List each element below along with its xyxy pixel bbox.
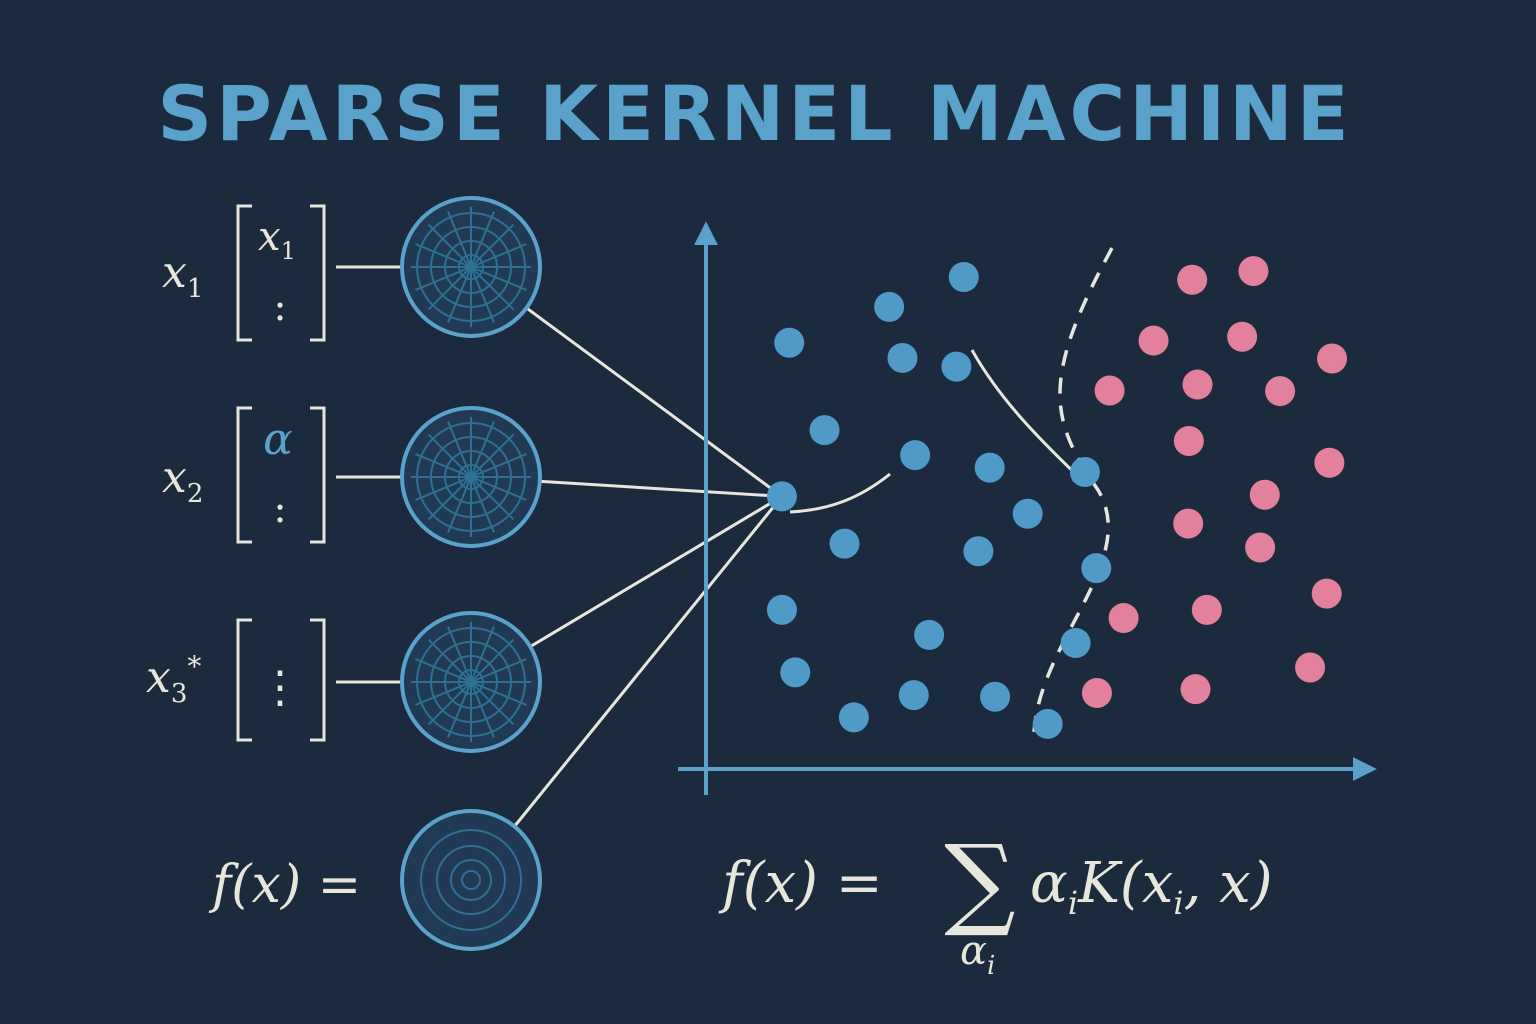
kernel-ring — [420, 829, 522, 931]
kernel-spoke — [415, 658, 527, 706]
blue-point — [838, 702, 869, 733]
input-label-3: x3* — [146, 650, 201, 709]
kernel-ring — [450, 859, 492, 901]
blue-point — [887, 342, 918, 373]
kernel-to-support-line — [530, 495, 783, 648]
input-vector-3 — [236, 618, 326, 742]
pink-point — [1317, 343, 1348, 374]
blue-point — [898, 680, 929, 711]
kernel-to-support-line — [513, 495, 784, 827]
kernel-unit-1 — [400, 196, 542, 338]
vector-entry-top: x1 — [258, 214, 296, 265]
input-label-2: x2 — [162, 452, 203, 509]
vector-right-bracket — [310, 204, 326, 342]
blue-point — [809, 415, 840, 446]
blue-point — [1012, 498, 1043, 529]
pink-point — [1238, 256, 1269, 287]
pink-point — [1311, 578, 1342, 609]
blue-point — [780, 657, 811, 688]
kernel-to-support-line — [526, 307, 783, 498]
page-title: SPARSE KERNEL MACHINE — [157, 69, 1352, 158]
pink-point — [1245, 532, 1276, 563]
input-row-1: x1 x1 : — [162, 204, 402, 342]
pink-point — [1182, 369, 1213, 400]
pink-point — [1173, 508, 1204, 539]
kernel-unit-3 — [400, 611, 542, 753]
kernel-spoke — [415, 453, 527, 501]
pink-point — [1265, 376, 1296, 407]
radial-grid-icon — [400, 196, 542, 338]
input-row-3: x3* ⋮ — [146, 618, 402, 742]
blue-point — [774, 327, 805, 358]
pink-point — [1138, 325, 1169, 356]
blue-point — [948, 262, 979, 293]
pink-point — [1081, 677, 1112, 708]
scatter-plot — [678, 221, 1377, 795]
kernel-unit-output — [400, 809, 542, 951]
blue-point — [829, 528, 860, 559]
vector-ellipsis: ⋮ — [258, 662, 302, 713]
input-vector-1 — [236, 204, 326, 342]
vector-left-bracket — [236, 618, 252, 742]
pink-point — [1295, 652, 1326, 683]
support-vector-point — [766, 481, 797, 512]
blue-point — [1032, 708, 1063, 739]
radial-grid-icon — [400, 611, 542, 753]
pink-point — [1173, 426, 1204, 457]
pink-point — [1227, 321, 1258, 352]
blue-point — [963, 536, 994, 567]
kernel-units — [400, 196, 542, 951]
formula-lhs: f(x) = — [718, 851, 883, 916]
vector-ellipsis: : — [273, 486, 286, 532]
pink-point — [1191, 594, 1222, 625]
pink-point — [1094, 375, 1125, 406]
sum-index: αi — [960, 928, 995, 981]
vector-left-bracket — [236, 406, 252, 544]
input-row-2: x2 α : — [162, 406, 402, 544]
sum-symbol: ∑ — [944, 823, 1015, 940]
vector-right-bracket — [310, 618, 326, 742]
vector-ellipsis: : — [273, 284, 286, 330]
pink-point — [1177, 264, 1208, 295]
input-label-1: x1 — [162, 247, 203, 304]
kernel-unit-2 — [400, 406, 542, 548]
margin-arrow — [970, 349, 1089, 487]
pink-point — [1314, 447, 1345, 478]
decision-boundary — [1032, 247, 1114, 733]
blue-point — [941, 351, 972, 382]
blue-point — [900, 440, 931, 471]
kernel-connections — [513, 307, 784, 827]
concentric-circles-icon — [400, 809, 542, 951]
pink-point — [1108, 603, 1139, 634]
vector-right-bracket — [310, 406, 326, 544]
support-vector-link — [789, 472, 891, 514]
vector-entry-top: α — [263, 414, 293, 465]
blue-point — [766, 594, 797, 625]
input-vector-2 — [236, 406, 326, 544]
blue-point — [914, 619, 945, 650]
kernel-outer-ring — [400, 809, 542, 951]
pink-point — [1249, 479, 1280, 510]
blue-point — [1060, 628, 1091, 659]
decision-function-formula: f(x) = ∑ αi αiK(xi, x) — [718, 823, 1273, 981]
kernel-ring — [436, 845, 506, 915]
kernel-to-support-line — [540, 479, 783, 498]
output-label: f(x) = — [208, 855, 361, 915]
blue-point — [980, 681, 1011, 712]
blue-point — [974, 452, 1005, 483]
kernel-spoke — [415, 243, 527, 291]
blue-point — [874, 291, 905, 322]
formula-term: αiK(xi, x) — [1030, 851, 1273, 922]
pink-point — [1180, 674, 1211, 705]
blue-point — [1069, 456, 1100, 487]
blue-point — [1081, 553, 1112, 584]
vector-left-bracket — [236, 204, 252, 342]
data-points — [766, 256, 1348, 739]
radial-grid-icon — [400, 406, 542, 548]
kernel-ring — [461, 870, 481, 890]
